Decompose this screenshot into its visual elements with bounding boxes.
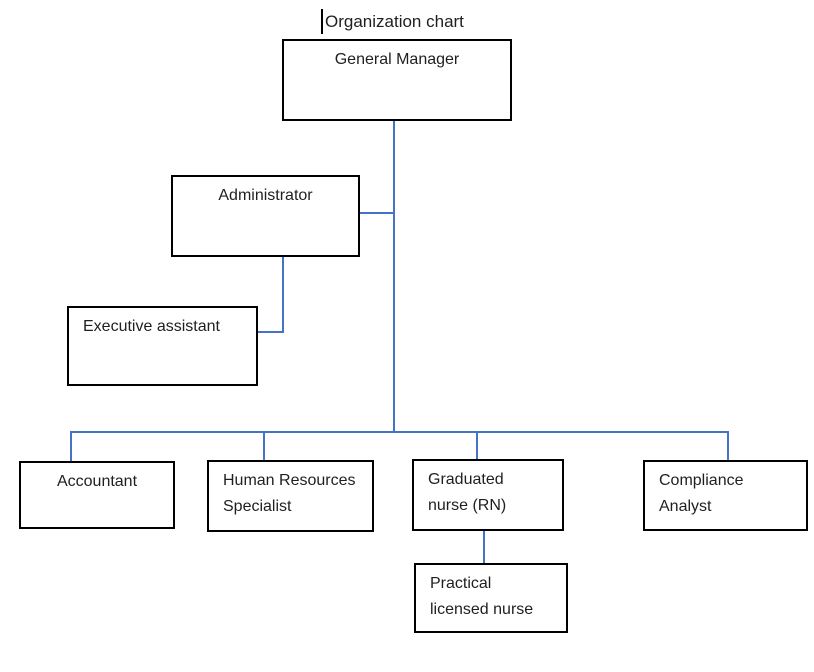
org-node-hr-specialist[interactable]: Human Resources Specialist [207,460,374,532]
connector-drop-hr-specialist [263,431,265,460]
org-node-general-manager[interactable]: General Manager [282,39,512,121]
node-label: Graduated nurse (RN) [428,471,507,514]
connector-drop-accountant [70,431,72,461]
node-label: Administrator [218,187,313,204]
connector-graduated-to-practical [483,530,485,563]
connector-administrator-down [282,257,284,333]
node-label: General Manager [334,51,460,68]
node-label: Compliance Analyst [659,472,744,515]
connector-executive-assistant-branch [258,331,284,333]
org-node-executive-assistant[interactable]: Executive assistant [67,306,258,386]
node-label: Practical licensed nurse [430,575,534,618]
connector-gm-vertical [393,121,395,432]
text-cursor [321,9,323,34]
connector-drop-graduated-nurse [476,431,478,460]
connector-main-horizontal [70,431,729,433]
node-label: Human Resources Specialist [223,472,356,515]
node-label: Executive assistant [83,318,220,335]
page-title[interactable]: Organization chart [325,12,464,31]
org-node-compliance-analyst[interactable]: Compliance Analyst [643,460,808,531]
org-node-practical-nurse[interactable]: Practical licensed nurse [414,563,568,633]
node-label: Accountant [56,473,138,490]
org-node-graduated-nurse[interactable]: Graduated nurse (RN) [412,459,564,531]
connector-drop-compliance-analyst [727,431,729,460]
org-node-administrator[interactable]: Administrator [171,175,360,257]
connector-administrator-branch [360,212,394,214]
org-node-accountant[interactable]: Accountant [19,461,175,529]
